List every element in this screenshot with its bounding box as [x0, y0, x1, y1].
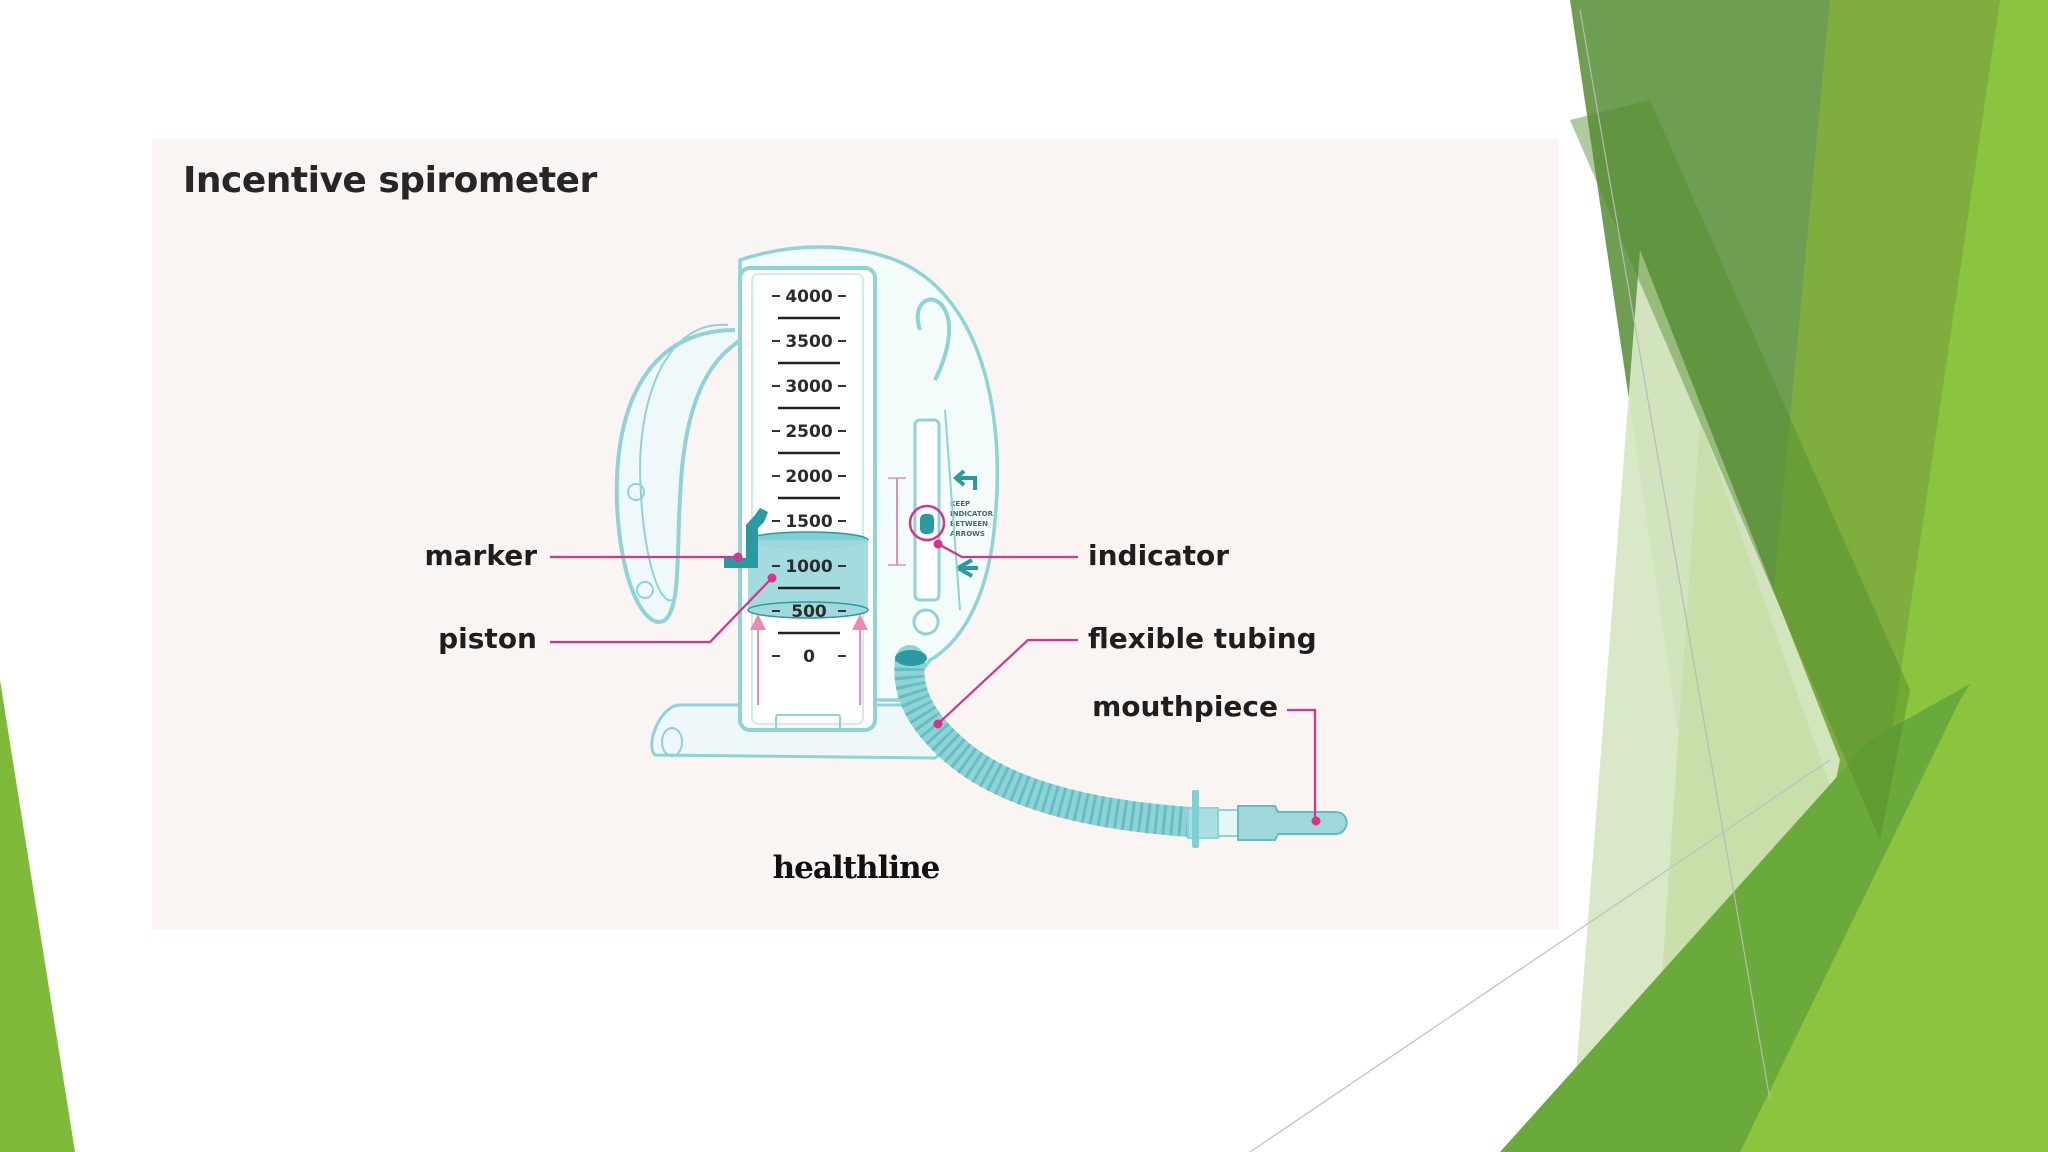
piston-callout-line: [550, 579, 771, 644]
scale-label: 2500: [785, 422, 832, 442]
right-shape-front: [1740, 560, 2048, 1152]
scale-label: 500: [791, 602, 827, 622]
scale-tick-1000: 1000: [772, 557, 846, 590]
indicator-label: indicator: [1088, 539, 1229, 572]
scale-tick-2000: 2000: [772, 467, 846, 500]
diagram-title: Incentive spirometer: [183, 160, 597, 201]
piston-label: piston: [438, 622, 537, 655]
base-foot: [661, 727, 683, 757]
device-hook: [915, 297, 952, 381]
device-handle: [614, 328, 742, 624]
scale-tick-4000: 4000: [772, 287, 846, 320]
scale-tick-2500: 2500: [772, 422, 846, 455]
marker-label: marker: [424, 539, 537, 572]
indicator-note-line: INDICATOR: [950, 510, 994, 518]
scale-tick-3000: 3000: [772, 377, 846, 410]
indicator-highlight-ring: [908, 504, 946, 542]
marker-clip: [724, 508, 768, 568]
scale-label: 1000: [785, 557, 832, 577]
tubing-callout-line: [939, 638, 1078, 723]
indicator-chamber: [913, 418, 941, 602]
healthline-logo: healthline: [773, 850, 940, 886]
indicator-float: [920, 514, 934, 534]
indicator-note-line: ARROWS: [950, 530, 985, 538]
indicator-callout-line: [939, 544, 1078, 559]
flexible-tubing-label: flexible tubing: [1088, 622, 1317, 655]
scale-tick-1500: 1500: [772, 512, 846, 532]
lower-target-arrow-icon: [957, 558, 978, 578]
left-green-shape: [0, 680, 75, 1152]
indicator-note-line: BETWEEN: [950, 520, 988, 528]
mouthpiece-label: mouthpiece: [1092, 690, 1278, 723]
mouthpiece: [1237, 805, 1348, 841]
scale-label: 3500: [785, 332, 832, 352]
right-shape-dark: [1570, 100, 1910, 840]
scale-tick-0: 0: [772, 647, 846, 667]
indicator-note-line: KEEP: [950, 500, 970, 508]
scale-label: 2000: [785, 467, 832, 487]
scale-tick-500: 500: [772, 602, 846, 635]
upper-target-arrow-icon: [952, 469, 977, 490]
scale-tick-3500: 3500: [772, 332, 846, 365]
scale-label: 3000: [785, 377, 832, 397]
callout-dots: [733, 539, 1321, 826]
thin-line-1: [1579, 9, 1771, 1101]
scale-label: 1500: [785, 512, 832, 532]
mouthpiece-callout-line: [1287, 708, 1317, 820]
scale-label: 4000: [785, 287, 832, 307]
piston: [748, 540, 868, 610]
scale-label: 0: [803, 647, 815, 667]
thin-line-2: [1249, 759, 1831, 1152]
callout-lines: [550, 544, 1317, 820]
volume-scale: 4000 3500 3000 2500 2000: [772, 287, 846, 667]
